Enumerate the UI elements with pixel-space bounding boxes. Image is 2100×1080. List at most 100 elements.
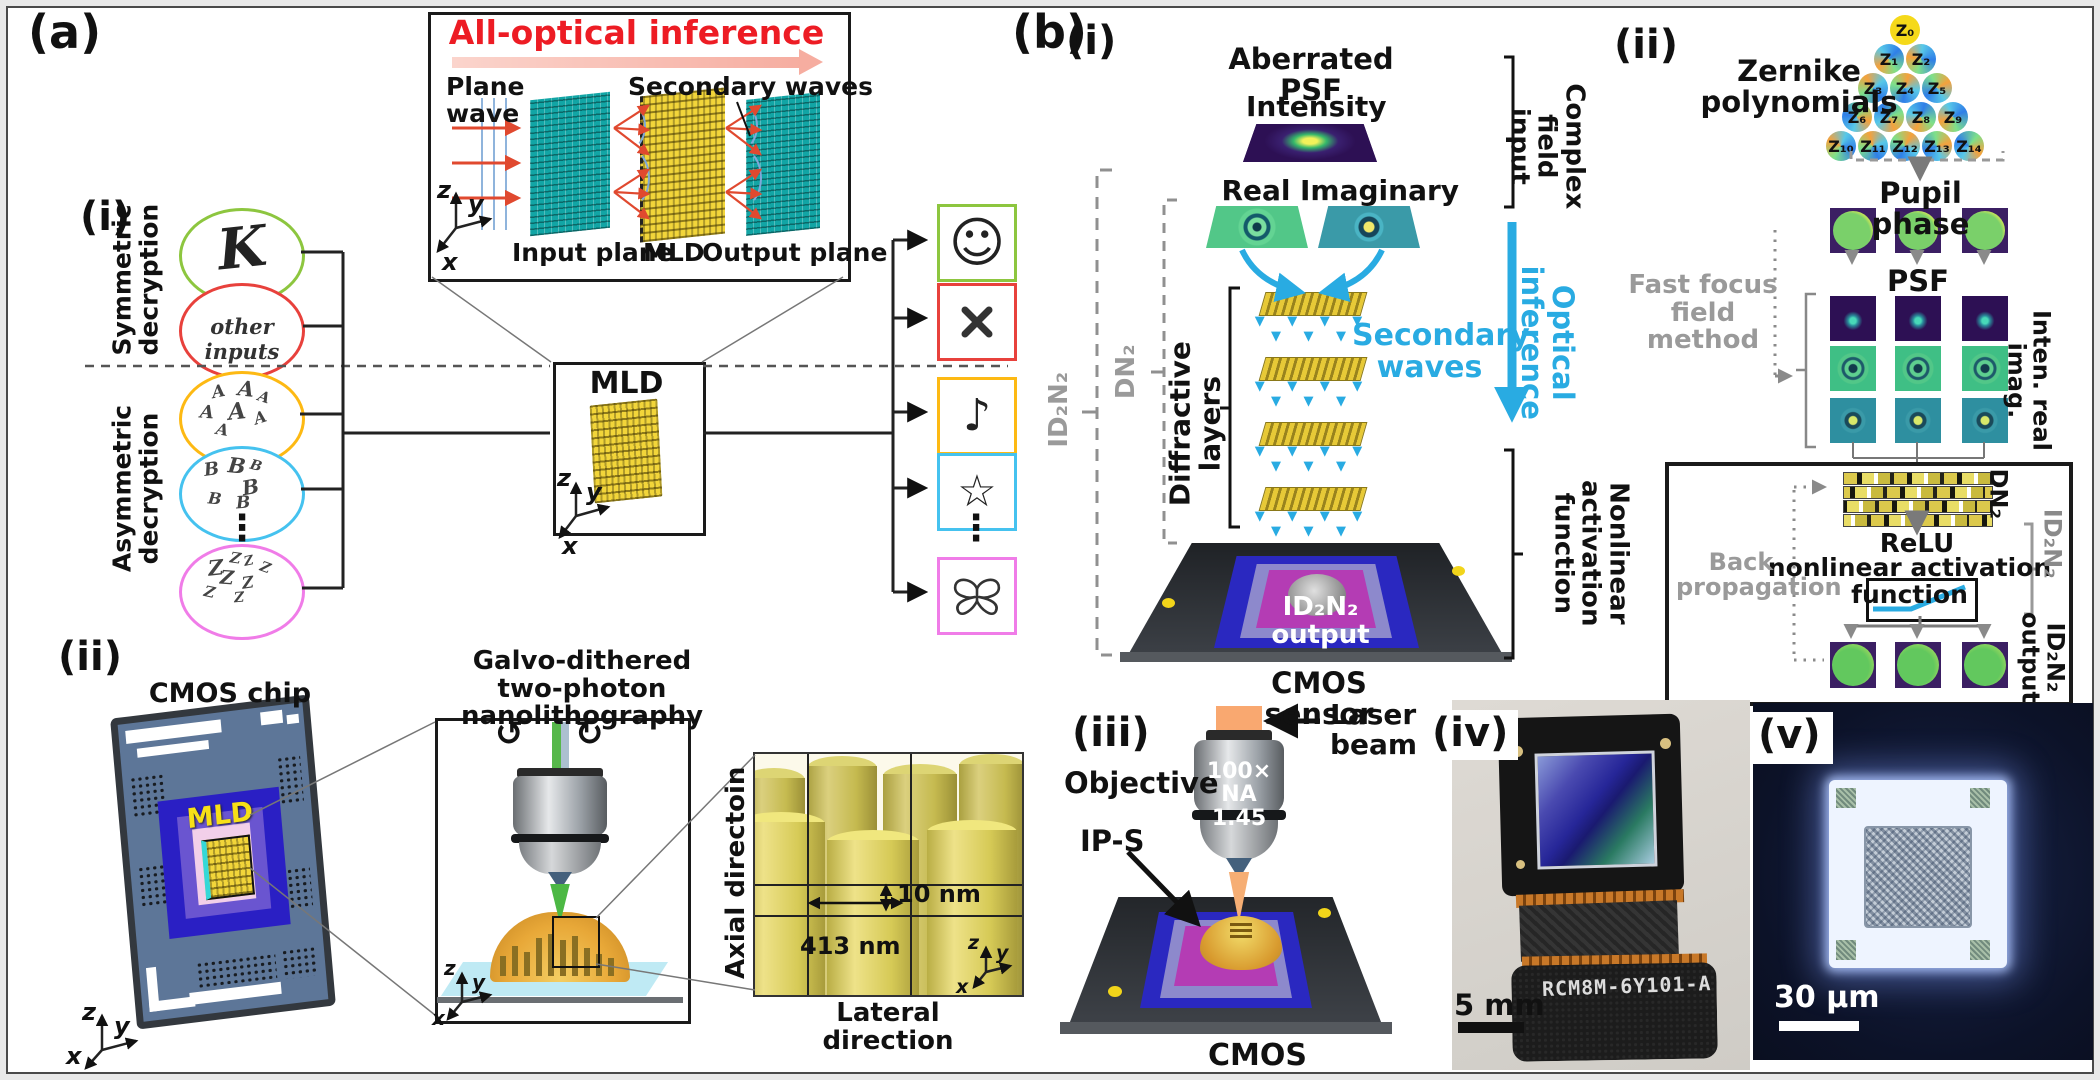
scatter-letter: A [236, 375, 256, 402]
psf-real-cell [1830, 346, 1876, 391]
input-class-oval: other inputs [179, 283, 305, 379]
secondary-waves-icon: ▼ ▼ ▼ ▼▼ ▼ ▼ [1254, 509, 1372, 540]
module-screw [1516, 860, 1525, 869]
cross-icon [961, 306, 993, 338]
input-plane-label: Input plane [512, 238, 674, 267]
pupil-circle [1898, 211, 1938, 250]
relu-graph-box [1866, 578, 1978, 622]
b-ii-label: (ii) [1614, 22, 1678, 68]
axis-y-label: y [114, 1012, 130, 1040]
zernike-term-label: Z₁₁ [1860, 136, 1886, 156]
smiley-icon: ☺ [948, 211, 1006, 274]
dn2-label-left: DN₂ [1111, 344, 1142, 400]
litho-zoom-rect [552, 916, 600, 968]
diffractive-layers-label: Diffractive layers [1163, 341, 1226, 507]
zernike-term: Z₁₁ [1858, 131, 1888, 161]
aberrated-psf-label: Aberrated PSF [1228, 42, 1394, 107]
litho-objective-body [513, 776, 607, 836]
axis-y-label: y [586, 478, 602, 506]
inset-arrow-head [799, 49, 823, 75]
panel-b-label: (b) [1012, 5, 1087, 59]
mld-inner-square [1864, 826, 1972, 928]
pillar-body [827, 840, 919, 995]
axis-x-label: x [442, 248, 458, 276]
psf-real-cell [1962, 346, 2008, 391]
wave-arc [724, 102, 758, 150]
chip-dot-grid [280, 945, 320, 980]
zernike-term: Z₀ [1890, 15, 1920, 45]
sub-i-label: (i) [80, 194, 131, 240]
sensor-b3-dome [1200, 916, 1282, 970]
scale-bar-5mm [1458, 1022, 1524, 1033]
flex-cable [1519, 900, 1679, 962]
psf-imag-cell [1962, 398, 2008, 443]
relu-curve [1873, 584, 1966, 612]
objective3-collar [1206, 730, 1272, 742]
nano-pillar [608, 958, 614, 976]
b-iv-label: (iv) [1428, 710, 1519, 761]
axis-z-label: z [968, 932, 980, 954]
dn2-layer-bar [1843, 500, 1993, 513]
output-circle [1964, 644, 2006, 686]
secondary-waves-icon: ▼ ▼ ▼ ▼▼ ▼ ▼ [1254, 379, 1372, 410]
ip-s-label: IP-S [1080, 824, 1145, 858]
real-image [1206, 206, 1308, 248]
inset-mld-label: MLD [643, 238, 705, 267]
zernike-term-label: Z₆ [1847, 107, 1867, 127]
axis-z-label: z [437, 176, 451, 204]
cmos-chip-graphic: MLD [110, 694, 336, 1030]
id2n2-label-left: ID₂N₂ [1044, 371, 1075, 448]
sensor-b3-slab [1060, 1022, 1392, 1034]
grid-line [755, 884, 1022, 886]
b-iii-label: (iii) [1072, 710, 1150, 756]
input-plane-graphic [530, 91, 610, 237]
dome-pillar-marks [1230, 922, 1252, 938]
psf-label: PSF [1887, 264, 1949, 298]
scatter-letter: Z [202, 582, 217, 602]
chip-mld-box [201, 834, 255, 901]
pupil-circle [1833, 211, 1873, 250]
secondary-waves-icon: ▼ ▼ ▼ ▼▼ ▼ ▼ [1254, 444, 1372, 475]
psf-intensity-cell [1830, 296, 1876, 341]
nonlinear-activation-label: Nonlinear activation function [1548, 480, 1634, 627]
zernike-term-label: Z₀ [1895, 20, 1915, 40]
diffractive-layer [1258, 422, 1368, 446]
zernike-term-label: Z₂ [1911, 49, 1931, 69]
mld-glow-corner [1970, 940, 1990, 960]
scatter-letter: Z [219, 566, 235, 590]
zernike-term-label: Z₅ [1927, 78, 1947, 98]
mld-box-label: MLD [589, 366, 664, 401]
pillar-body [927, 830, 1017, 995]
dim-413nm-label: 413 nm [800, 932, 901, 960]
psf-intensity-cell [1962, 296, 2008, 341]
pupil-phase-label: Pupil phase [1871, 176, 1970, 241]
intensity-image [1243, 124, 1377, 162]
dim-10nm-label: 10 nm [897, 880, 981, 908]
b-v-label: (v) [1752, 712, 1833, 765]
scatter-letter: Z [242, 553, 255, 570]
litho-title: Galvo-dithered two-photon nanolithograph… [460, 646, 704, 732]
zernike-term: Z₁₀ [1826, 131, 1856, 161]
zernike-term: Z₁₄ [1954, 131, 1984, 161]
lateral-direction-label: Lateral direction [822, 998, 954, 1056]
scatter-letter: B [207, 488, 223, 509]
real-label: Real [1221, 174, 1291, 207]
zernike-term-label: Z₁₃ [1924, 136, 1950, 156]
fast-focus-label: Fast focus field method [1628, 270, 1778, 356]
imaginary-image [1318, 206, 1420, 248]
grid-line [755, 915, 1022, 917]
scatter-letter: Z [233, 589, 245, 607]
zernike-term: Z₆ [1842, 102, 1872, 132]
scatter-letter: A [199, 401, 215, 424]
nano-pillar [524, 952, 530, 976]
scatter-letter: B [226, 452, 248, 479]
secondary-waves-label-b1: Secondary waves [1352, 318, 1530, 385]
scale-30um-label: 30 μm [1774, 980, 1880, 1015]
butterfly-icon [953, 578, 1001, 616]
scatter-letter: A [209, 380, 228, 404]
psf-real-cell [1895, 346, 1941, 391]
grid-line [910, 754, 912, 995]
sensor-dot [1318, 908, 1331, 918]
mld-glow-corner [1836, 940, 1856, 960]
